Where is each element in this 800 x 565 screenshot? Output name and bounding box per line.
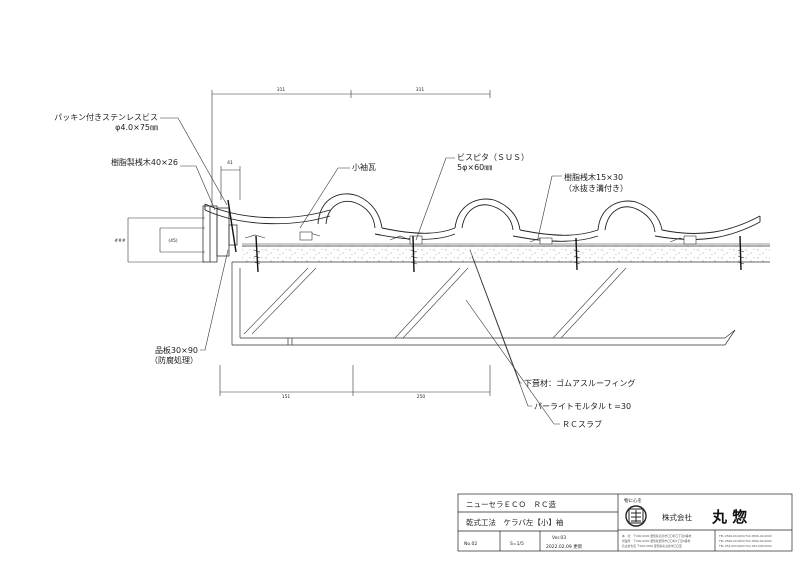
title-scale: S=1/5 xyxy=(510,541,524,547)
tel-line-3: TEL.052-000-0000 FAX.052-000-0000 xyxy=(718,544,772,548)
dim-top-right: 311 xyxy=(416,87,425,93)
top-dimension xyxy=(211,90,491,205)
title-ver: Ver.03 xyxy=(552,535,566,541)
dim-small-width: 41 xyxy=(227,160,233,166)
label-board: 品板30×90 xyxy=(155,345,198,355)
title-row-2: 乾式工法 ケラバ左【小】袖 xyxy=(466,517,563,527)
verge-board xyxy=(202,205,238,263)
company-logo-icon xyxy=(625,505,647,527)
address-line-3: 名古屋支店 〒000-0000 愛知県名古屋市〇〇区 xyxy=(622,544,682,548)
label-packing-screw-size: φ4.0×75㎜ xyxy=(115,123,158,132)
label-rc-slab: ＲＣスラブ xyxy=(562,419,602,429)
screw-threads xyxy=(253,249,745,265)
dim-bottom-left: 151 xyxy=(282,394,291,400)
dim-top-left: 311 xyxy=(277,87,286,93)
label-underlay: 下葺材：ゴムアスルーフィング xyxy=(524,378,635,388)
dim-bottom-right: 250 xyxy=(417,394,426,400)
title-row-1: ニューセラＥＣＯ ＲＣ造 xyxy=(466,499,556,509)
label-resin-batten-40: 樹脂製桟木40×26 xyxy=(111,157,178,167)
perlite-mortar xyxy=(242,243,770,262)
label-ko-sode-tile: 小袖瓦 xyxy=(352,162,376,172)
title-block xyxy=(457,493,793,552)
roof-tiles xyxy=(317,193,761,242)
dim-left-box-2: (45) xyxy=(168,238,177,244)
label-perlite-mortar: パーライトモルタル t =30 xyxy=(534,402,631,411)
screws xyxy=(227,199,742,273)
resin-battens xyxy=(299,231,697,245)
ko-sode-tile xyxy=(204,203,331,225)
tel-line-2: TEL.0566-00-0000 FAX.0566-00-0000 xyxy=(718,539,772,543)
label-resin-batten-15-note: （水抜き溝付き） xyxy=(564,183,628,193)
left-dimension xyxy=(127,217,205,263)
label-board-note: （防腐処理） xyxy=(150,355,198,365)
company-name: 丸 惣 xyxy=(711,508,747,526)
small-dimension xyxy=(220,166,241,200)
label-bis-pita: ビスピタ（ＳＵＳ） xyxy=(457,153,529,162)
leader-lines xyxy=(160,117,562,425)
company-type: 株式会社 xyxy=(662,512,692,522)
address-line-1: 本 社 〒000-0000 愛知県高浜市〇〇町〇丁目0番地 xyxy=(622,534,691,538)
logo-caption: 物に心を xyxy=(624,497,642,504)
label-bis-pita-size: 5φ×60㎜ xyxy=(457,163,492,172)
slab-hatch xyxy=(243,267,627,339)
address-line-2: 営業所 〒000-0000 愛知県碧南市〇〇町0丁目0番地 xyxy=(622,539,690,543)
label-packing-screw: パッキン付きステンレスビス xyxy=(54,112,158,122)
bottom-dimension xyxy=(219,365,491,396)
label-resin-batten-15: 樹脂桟木15×30 xyxy=(564,172,623,182)
tel-line-1: TEL.0566-00-0000 FAX.0566-00-0000 xyxy=(718,534,772,538)
dim-left-box-1: ### xyxy=(114,238,126,244)
title-date: 2022.02.09 更新 xyxy=(546,543,583,550)
title-no: No.02 xyxy=(464,541,477,547)
